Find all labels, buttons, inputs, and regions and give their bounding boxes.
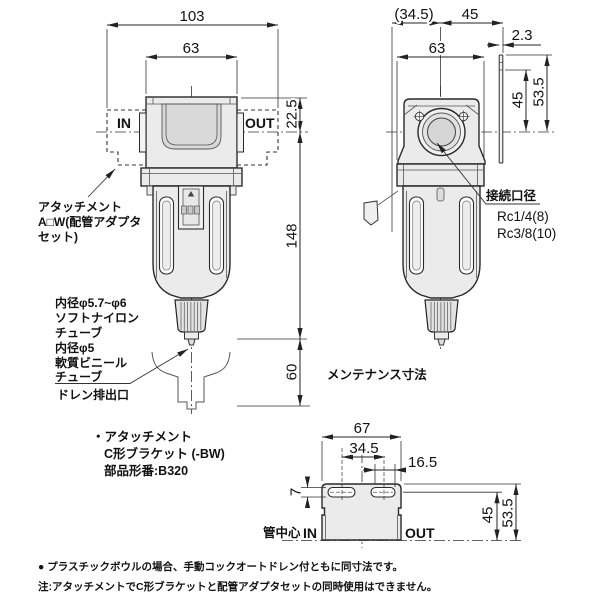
front-maintenance-ghost [151, 351, 231, 410]
port-bore-circle [427, 117, 456, 147]
side-view: (34.5) 45 63 2.3 53.5 45 接続口径 Rc1/4(8) R… [327, 4, 556, 382]
dim-45-top: 45 [462, 6, 479, 23]
front-out-label: OUT [245, 115, 275, 131]
side-bowl-assembly [403, 186, 480, 345]
front-bowl-flange [140, 167, 243, 187]
dim-45-bracket: 45 [480, 507, 497, 524]
dim-2-3: 2.3 [512, 27, 533, 44]
dim-103: 103 [179, 8, 204, 25]
dim-34-5-ref: (34.5) [394, 6, 433, 23]
bracket-in-label: IN [303, 525, 317, 541]
front-attachment-dashed-right [237, 109, 279, 166]
dim-67: 67 [354, 420, 371, 437]
front-attachment-dashed-left [106, 109, 146, 166]
dim-34-5-bracket: 34.5 [349, 440, 378, 457]
front-body-recess [161, 103, 222, 150]
port-size-rc38: Rc3/8(10) [497, 226, 556, 241]
tube-label-1: 内径φ5.7~φ6 [55, 295, 127, 310]
bracket-view: ・アタッチメント C形ブラケット (-BW) 部品形番:B320 67 34.5 [92, 418, 523, 548]
attachment-label-3: セット) [38, 230, 78, 244]
bracket-title-2: C形ブラケット (-BW) [104, 446, 225, 461]
tube-label-4: 内径φ5 [55, 340, 95, 355]
drain-port-label: ドレン排出口 [57, 387, 129, 402]
side-bowl-nub [436, 187, 445, 202]
note-caution: 注:アタッチメントでC形ブラケットと配管アダプタセットの同時使用はできません。 [38, 580, 437, 593]
dim-16-5: 16.5 [408, 454, 437, 471]
tube-label-3: チューブ [55, 325, 102, 340]
bracket-dimensions: 67 34.5 16.5 7 45 53.5 [286, 418, 521, 541]
port-size-rc14: Rc1/4(8) [497, 209, 549, 224]
dim-148: 148 [284, 223, 301, 248]
attachment-label-1: アタッチメント [38, 200, 122, 214]
dim-60: 60 [284, 364, 301, 381]
dim-63-side: 63 [429, 40, 446, 57]
tube-label-2: ソフトナイロン [55, 311, 139, 325]
front-annotations: アタッチメント A□W(配管アダプタ セット) 内径φ5.7~φ6 ソフトナイロ… [38, 168, 189, 402]
port-screw-holes [413, 110, 470, 123]
drain-leader-line [55, 348, 189, 384]
dim-22-5: 22.5 [284, 99, 301, 128]
note-plastic-bowl: ● プラスチックボウルの場合、手動コックオートドレン付ともに同寸法です。 [38, 560, 403, 573]
port-size-title: 接続口径 [486, 188, 537, 203]
dim-53-5-side: 53.5 [531, 77, 548, 106]
footer-notes: ● プラスチックボウルの場合、手動コックオートドレン付ともに同寸法です。 注:ア… [38, 560, 437, 593]
side-dimensions: (34.5) 45 63 2.3 53.5 45 [392, 4, 552, 160]
maintenance-label: メンテナンス寸法 [327, 367, 427, 382]
front-bowl-latch [177, 185, 205, 230]
front-left-port-boss [139, 112, 147, 153]
front-dimensions: 103 63 22.5 148 60 [106, 6, 310, 407]
dim-53-5-bracket: 53.5 [500, 498, 517, 527]
dim-63-front: 63 [183, 40, 200, 57]
port-size-annotation: 接続口径 Rc1/4(8) Rc3/8(10) [436, 142, 556, 241]
bracket-title-1: ・アタッチメント [92, 429, 192, 444]
tube-label-5: 軟質ビニール [55, 355, 127, 370]
pipe-center-label: 管中心 [263, 525, 301, 540]
front-in-label: IN [117, 115, 131, 131]
bracket-slot-left [327, 486, 356, 498]
bracket-title-3: 部品形番:B320 [104, 463, 188, 478]
tube-label-6: チューブ [55, 369, 102, 384]
side-bowl-flange [396, 163, 485, 187]
bracket-out-label: OUT [405, 525, 435, 541]
side-bracket-plate [498, 54, 504, 164]
front-right-port-boss [236, 112, 244, 153]
front-view: IN OUT 103 63 22.5 148 60 ア [38, 6, 310, 414]
side-latch-button [363, 200, 379, 226]
dim-45-side: 45 [510, 92, 527, 109]
dim-7: 7 [288, 488, 305, 496]
attachment-label-2: A□W(配管アダプタ [38, 214, 141, 229]
